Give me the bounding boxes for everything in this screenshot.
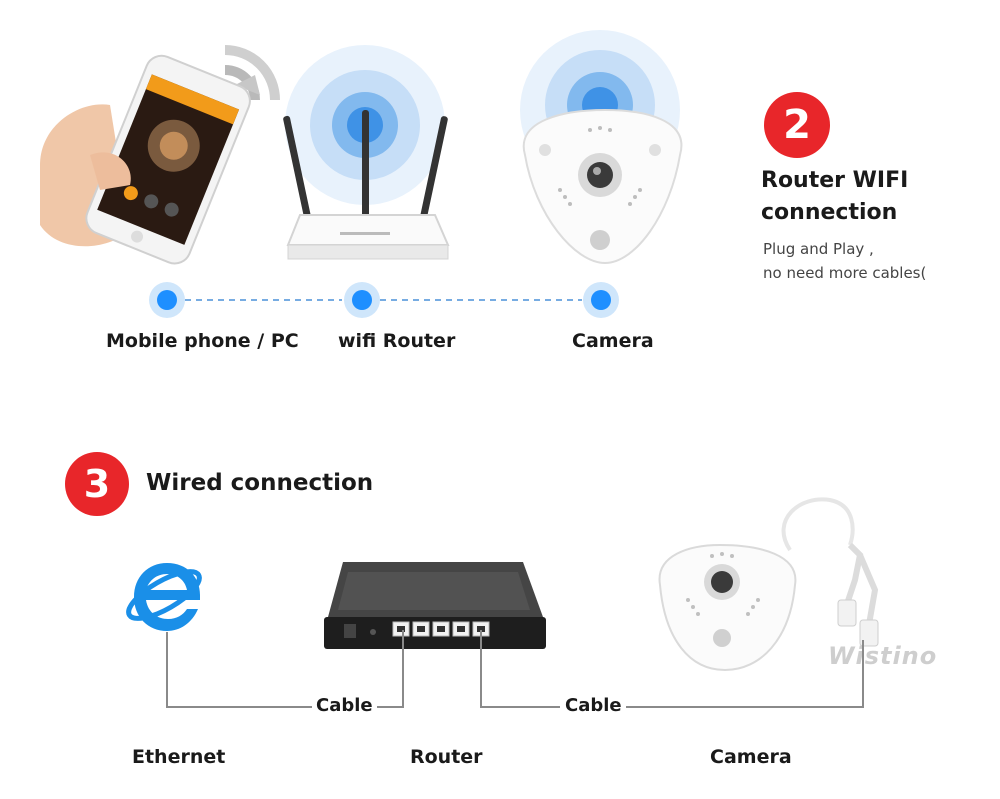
wired-camera-image [658,497,879,672]
cable-label-2: Cable [561,695,626,716]
wifi-signal-icon [224,45,280,101]
node-dot-router [344,282,380,318]
wifi-title-line1: Router WIFI [761,168,909,193]
wifi-title-line2: connection [761,200,898,225]
node-dot-phone [149,282,185,318]
wifi-desc-line1: Plug and Play , [763,240,874,258]
wifi-dashed-connector [185,299,582,301]
wired-title: Wired connection [146,470,374,496]
step-3-badge: 3 [65,452,129,516]
label-wifi-router: wifi Router [338,330,456,352]
antenna-icons [283,110,448,225]
phone-in-hand-image [40,45,280,265]
label-router-bottom: Router [410,746,483,768]
fisheye-camera-image [520,30,683,265]
node-dot-camera [583,282,619,318]
label-mobile-phone-pc: Mobile phone / PC [106,330,299,352]
wifi-desc-line2: no need more cables( [763,264,927,282]
ethernet-router-image [324,562,546,649]
cable-label-1: Cable [312,695,377,716]
step-2-badge: 2 [764,92,830,158]
label-ethernet: Ethernet [132,746,226,768]
label-camera-top: Camera [572,330,654,352]
label-camera-bottom: Camera [710,746,792,768]
wistino-watermark: Wistino [828,642,938,670]
internet-explorer-icon [126,563,202,631]
wifi-router-image [283,45,450,260]
